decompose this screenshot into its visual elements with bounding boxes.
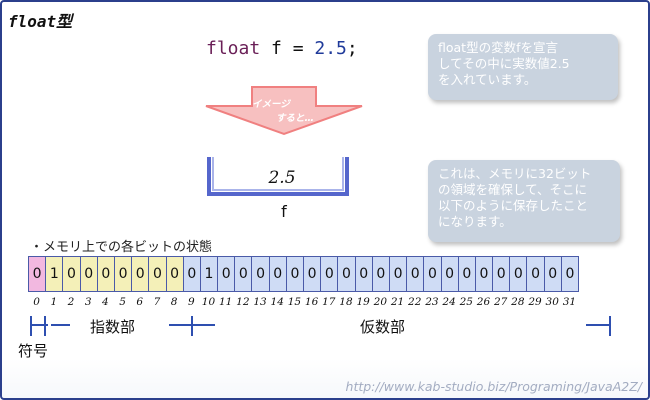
bit-index: 6	[136, 296, 144, 308]
arrow-label-line2: すると…	[276, 113, 315, 124]
bit-index: 18	[339, 296, 353, 308]
bit-index: 8	[170, 296, 178, 308]
bit-cell: 0	[285, 256, 304, 292]
bit-cell: 1	[45, 256, 64, 292]
callout-memory: これは、メモリに32ビット の領域を確保して、そこに 以下のように保存したこと …	[428, 160, 620, 242]
bit-index: 3	[84, 296, 92, 308]
bit-index: 10	[201, 296, 216, 308]
bit-cell: 0	[371, 256, 390, 292]
bit-cell: 0	[543, 256, 562, 292]
bit-cell: 0	[113, 256, 133, 292]
callout-declaration: float型の変数fを宣言 してその中に実数値2.5 を入れています。	[428, 34, 618, 100]
bit-index: 14	[270, 296, 284, 308]
bit-cell: 0	[354, 256, 373, 292]
bit-index: 26	[476, 296, 491, 308]
bit-cell: 0	[560, 256, 579, 292]
bit-cell: 0	[440, 256, 459, 292]
code-end: ;	[346, 38, 358, 59]
bit-index: 13	[253, 296, 267, 308]
down-arrow-icon	[205, 86, 363, 136]
bit-cell: 0	[337, 256, 356, 292]
bit-cell: 0	[406, 256, 425, 292]
bits-caption: ・メモリ上での各ビットの状態	[30, 240, 213, 255]
bit-index: 27	[493, 296, 508, 308]
bit-index: 0	[33, 296, 40, 308]
bit-cell: 0	[165, 256, 184, 292]
bit-index: 9	[187, 296, 195, 308]
sign-label: 符号	[18, 342, 49, 360]
bit-cell: 0	[268, 256, 287, 292]
bit-index: 25	[459, 296, 473, 308]
bit-cell: 0	[96, 256, 115, 292]
bit-index: 23	[425, 296, 439, 308]
arrow-label-line1: イメージ	[252, 99, 290, 110]
code-number: 2.5	[314, 38, 347, 59]
bit-cell: 0	[303, 256, 322, 292]
bit-cell: 0	[62, 256, 81, 292]
bit-cell: 0	[148, 256, 167, 292]
code-line: float f = 2.5;	[206, 38, 358, 59]
bit-cell: 0	[492, 256, 511, 292]
code-keyword: float	[206, 38, 261, 59]
variable-value: 2.5	[268, 168, 296, 188]
bit-index: 11	[218, 296, 233, 308]
code-rest: f =	[260, 38, 315, 59]
bit-cell: 0	[320, 256, 339, 292]
bit-index: 31	[562, 296, 577, 308]
mantissa-label: 仮数部	[360, 318, 406, 336]
bit-cell: 1	[199, 256, 219, 292]
bit-cell: 0	[131, 256, 150, 292]
bit-index: 28	[511, 296, 525, 308]
bit-cell: 0	[234, 256, 253, 292]
bit-cell: 0	[251, 256, 270, 292]
bit-index: 22	[408, 296, 422, 308]
bit-index: 4	[102, 296, 109, 308]
bit-index: 2	[67, 296, 75, 308]
bit-cell: 0	[526, 256, 545, 292]
variable-box	[207, 157, 349, 196]
bit-index: 21	[390, 296, 405, 308]
bit-cell: 0	[182, 256, 201, 292]
bit-cell: 0	[457, 256, 476, 292]
variable-name: f	[281, 202, 287, 221]
exponent-label: 指数部	[90, 318, 136, 336]
bit-index: 12	[236, 296, 250, 308]
bit-cell: 0	[217, 256, 236, 292]
bit-index: 20	[373, 296, 388, 308]
bit-index: 19	[356, 296, 370, 308]
bit-index: 30	[545, 296, 559, 308]
bit-cell: 0	[28, 256, 47, 292]
bit-index: 15	[287, 296, 302, 308]
bit-index: 5	[119, 296, 126, 308]
bit-index: 16	[304, 296, 319, 308]
bit-index: 1	[50, 296, 58, 308]
source-url: http://www.kab-studio.biz/Programing/Jav…	[345, 379, 642, 394]
bit-index: 24	[442, 296, 456, 308]
bit-range-markers	[30, 316, 611, 336]
bit-index: 7	[153, 296, 161, 308]
bit-cell: 0	[388, 256, 408, 292]
bit-index: 17	[322, 296, 336, 308]
bit-cell: 0	[474, 256, 494, 292]
page-title: float型	[8, 12, 73, 31]
bit-index: 29	[528, 296, 542, 308]
bit-cell: 0	[423, 256, 442, 292]
bit-cell: 0	[79, 256, 98, 292]
bit-cell: 0	[509, 256, 528, 292]
